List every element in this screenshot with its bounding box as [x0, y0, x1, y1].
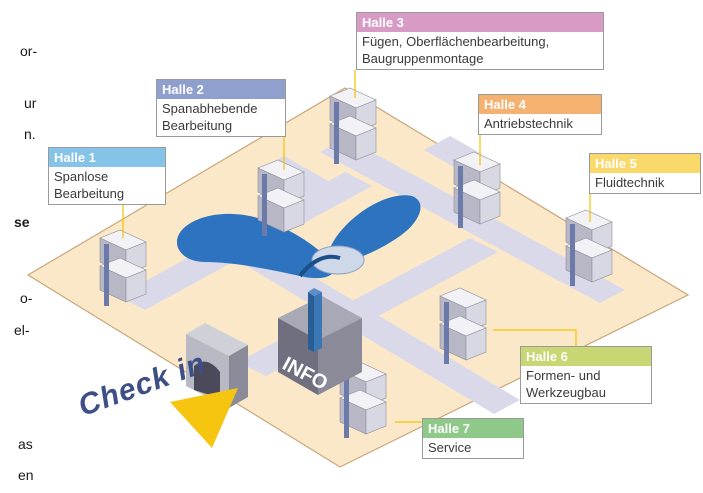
- text-fragment-5: o-: [20, 290, 33, 306]
- entrance-gate: [186, 323, 248, 408]
- hall-4-line-1: Antriebstechnik: [484, 116, 573, 131]
- hall-2-title: Halle 2: [157, 80, 285, 99]
- hall-6-line-2: Werkzeugbau: [526, 385, 606, 400]
- text-fragment-2: ur: [24, 95, 37, 111]
- hall-3-line-1: Fügen, Oberflächenbearbeitung,: [362, 34, 550, 49]
- hall-3-title: Halle 3: [357, 13, 603, 32]
- hall-6-line-1: Formen- und: [526, 368, 601, 383]
- text-fragment-8: en: [18, 467, 34, 483]
- hall-5-title: Halle 5: [590, 154, 700, 173]
- hall-3-label: Halle 3 Fügen, Oberflächenbearbeitung, Ba…: [356, 12, 604, 70]
- hall-4-title: Halle 4: [479, 95, 601, 114]
- leader-lines: [122, 70, 591, 438]
- hall-7-title: Halle 7: [423, 419, 523, 438]
- text-fragment-6: el-: [14, 322, 30, 338]
- text-fragment-7: as: [18, 436, 33, 452]
- hall-1-title: Halle 1: [49, 148, 165, 167]
- water-feature: [177, 195, 421, 279]
- text-fragment-3: n.: [24, 126, 36, 142]
- hall-buildings: [99, 87, 613, 438]
- hall-1-line-2: Bearbeitung: [54, 186, 125, 201]
- hall-1-line-1: Spanlose: [54, 169, 109, 184]
- text-fragment-4: se: [14, 214, 30, 230]
- hall-6-title: Halle 6: [521, 347, 651, 366]
- hall-2-building: [257, 159, 305, 236]
- hall-1-building: [99, 229, 147, 306]
- hall-5-line-1: Fluidtechnik: [595, 175, 665, 190]
- hall-3-line-2: Baugruppenmontage: [362, 51, 484, 66]
- hall-7-building: [339, 361, 387, 438]
- hall-2-line-2: Bearbeitung: [162, 118, 233, 133]
- hall-6-building: [439, 287, 487, 364]
- hall-3-building: [329, 87, 377, 164]
- hall-4-building: [453, 151, 501, 228]
- hall-5-label: Halle 5 Fluidtechnik: [589, 153, 701, 194]
- hall-4-label: Halle 4 Antriebstechnik: [478, 94, 602, 135]
- checkin-arrow: [170, 388, 238, 448]
- hall-7-line-1: Service: [428, 440, 472, 455]
- hall-5-building: [565, 209, 613, 286]
- hall-7-label: Halle 7 Service: [422, 418, 524, 459]
- hall-2-line-1: Spanabhebende: [162, 101, 258, 116]
- text-fragment-1: or-: [20, 43, 38, 59]
